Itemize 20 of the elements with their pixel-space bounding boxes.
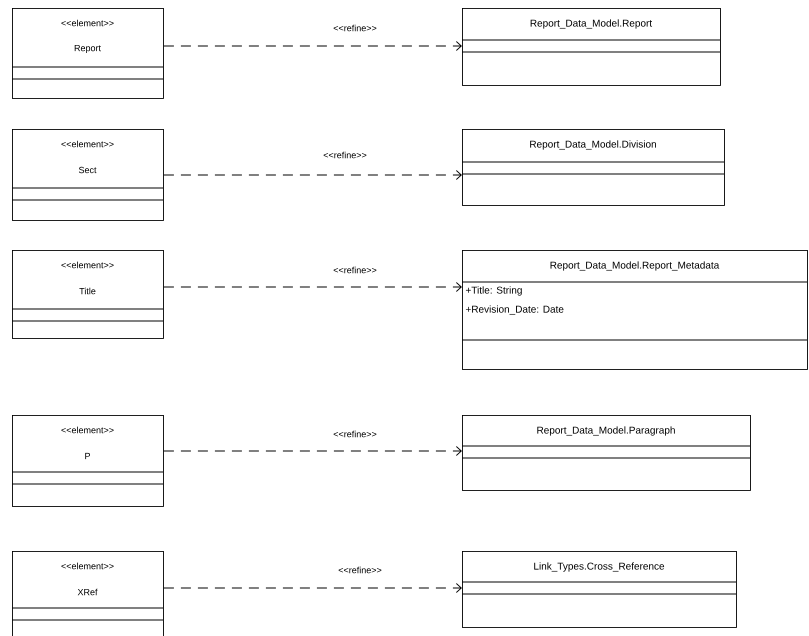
edge-label: <<refine>> xyxy=(337,566,383,574)
class-box: <<element>> Report xyxy=(12,8,164,99)
dashed-arrow xyxy=(163,583,462,593)
dashed-arrow xyxy=(163,282,462,292)
class-box: <<element>> XRef xyxy=(12,551,164,636)
class-box: Link_Types.Cross_Reference xyxy=(462,551,737,628)
class-box: <<element>> Sect xyxy=(12,129,164,221)
class-box: <<element>> Title xyxy=(12,250,164,339)
edge-label: <<refine>> xyxy=(332,24,378,32)
edge-label: <<refine>> xyxy=(332,266,378,274)
class-box: Report_Data_Model.Division xyxy=(462,129,725,206)
edge-label: <<refine>> xyxy=(322,150,368,160)
dashed-arrow xyxy=(163,170,462,180)
class-box: <<element>> P xyxy=(12,415,164,507)
dashed-arrow xyxy=(163,446,462,456)
class-box: Report_Data_Model.Report_Metadata +Title: String +Revision_Date: Date xyxy=(462,250,808,370)
class-box: Report_Data_Model.Report xyxy=(462,8,721,86)
class-box: Report_Data_Model.Paragraph xyxy=(462,415,751,491)
dashed-arrow xyxy=(163,41,462,51)
edge-label: <<refine>> xyxy=(332,430,378,438)
